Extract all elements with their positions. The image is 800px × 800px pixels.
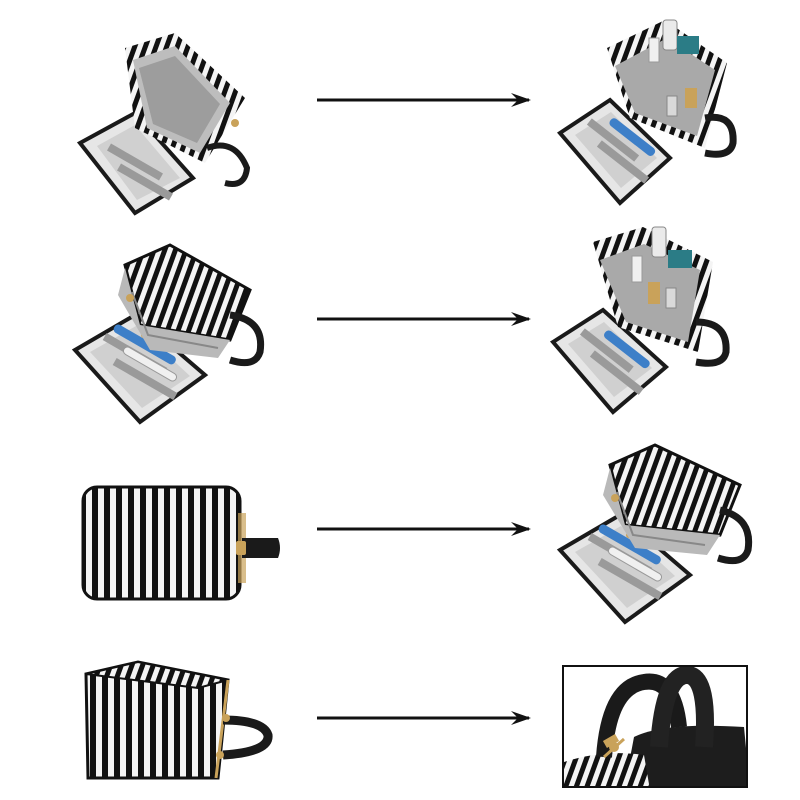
handle-closeup-icon <box>564 667 746 786</box>
open-bag-filled-icon <box>555 8 740 208</box>
arrow-right-icon <box>317 522 531 536</box>
arrow-right-icon <box>317 312 531 326</box>
closed-bag-icon <box>80 483 285 603</box>
open-bag-empty-icon <box>75 28 255 218</box>
open-bag-toiletries-icon <box>555 440 755 625</box>
arrow-right-icon <box>317 711 531 725</box>
open-bag-toiletries-icon <box>70 240 270 425</box>
closed-bag-angled-icon <box>78 660 278 785</box>
handle-closeup-frame <box>562 665 748 788</box>
open-bag-filled-icon <box>548 222 733 417</box>
arrow-right-icon <box>317 93 531 107</box>
